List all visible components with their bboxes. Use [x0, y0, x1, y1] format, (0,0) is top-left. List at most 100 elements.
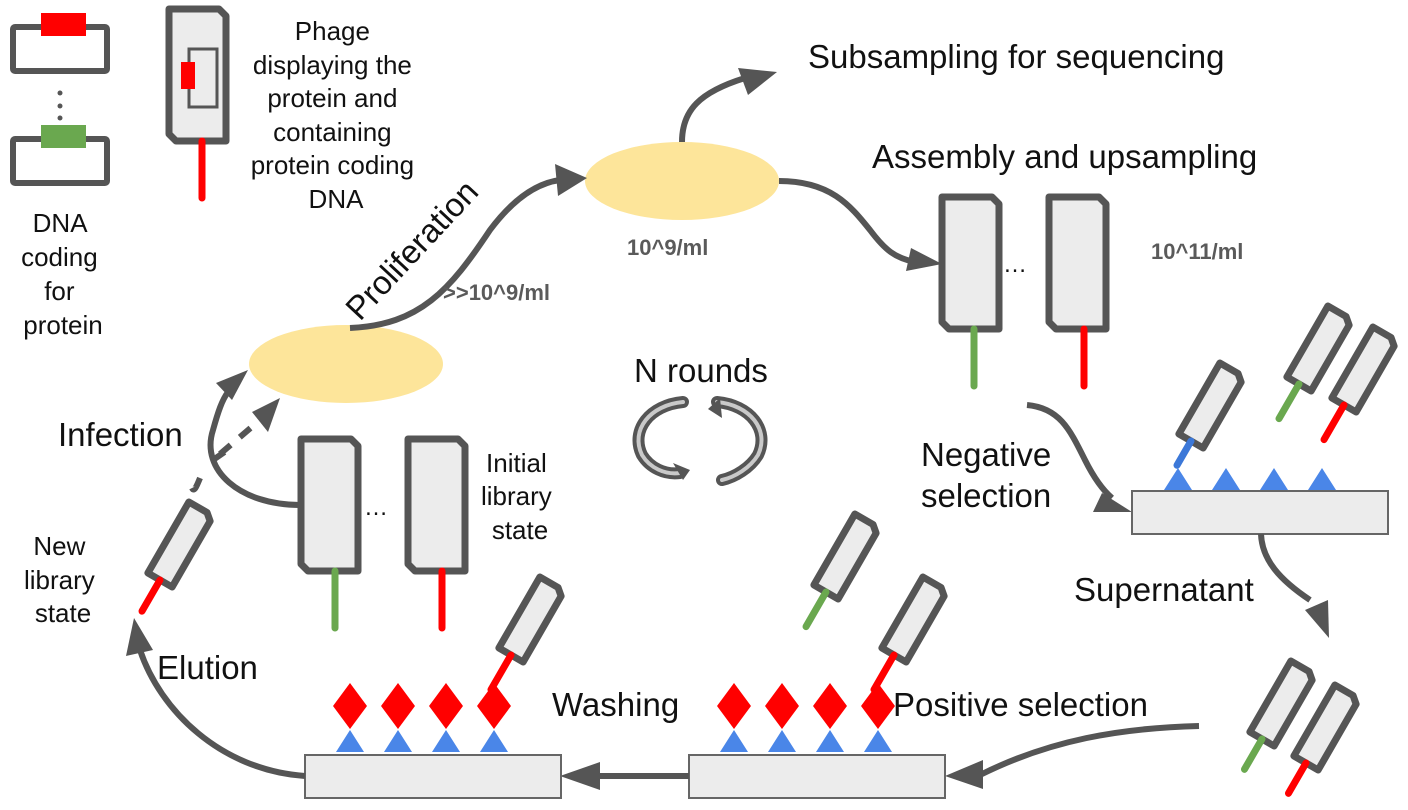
dna-label-line: for — [44, 276, 75, 306]
phage-label-line: protein coding — [251, 150, 414, 180]
initial-library-line: Initial — [486, 448, 547, 478]
elution-arrow — [126, 618, 306, 779]
arrowhead-icon — [126, 618, 153, 656]
negative-selection-label: Negative selection — [921, 436, 1060, 514]
supernatant-label: Supernatant — [1074, 571, 1254, 608]
plasmid-green-insert — [41, 125, 86, 148]
target-icon — [765, 683, 799, 729]
antigen-icon — [384, 730, 412, 752]
concentration-after-proliferation: >>10^9/ml — [443, 280, 550, 305]
target-icon — [381, 683, 415, 729]
target-icon — [861, 683, 895, 729]
initial-library-line: library — [481, 481, 552, 511]
target-icon — [333, 683, 367, 729]
phage-label: Phage displaying the protein and contain… — [251, 16, 422, 214]
antigen-icon — [432, 730, 460, 752]
arrowhead-icon — [945, 760, 983, 789]
target-icon — [813, 683, 847, 729]
washing-arrow — [560, 762, 689, 790]
ellipsis-dot — [57, 90, 63, 96]
subsampling-label: Subsampling for sequencing — [808, 38, 1224, 75]
concentration-assembled: 10^11/ml — [1151, 239, 1243, 264]
phage-label-line: protein and — [267, 83, 397, 113]
phage-positive-red-bound — [870, 573, 948, 694]
arrowhead-icon — [1093, 493, 1132, 512]
negative-selection-arrow — [1026, 402, 1132, 512]
assembly-arrow — [778, 178, 942, 271]
elution-label: Elution — [157, 649, 258, 686]
phage-bound-negative — [1173, 359, 1245, 469]
phage-unbound-green — [1275, 302, 1353, 423]
dna-label: DNA coding for protein — [21, 208, 105, 340]
target-icon — [717, 683, 751, 729]
plasmid-red-insert — [41, 13, 86, 36]
new-library-line: New — [33, 531, 85, 561]
arrowhead-icon — [738, 68, 777, 95]
concentration-culture: 10^9/ml — [627, 235, 708, 260]
subsampling-arrow — [679, 68, 777, 143]
washed-targets — [333, 683, 511, 752]
phage-label-line: DNA — [309, 184, 365, 214]
assembled-phage-green — [938, 193, 1003, 390]
antigen-icon — [816, 730, 844, 752]
phage-legend: Phage displaying the protein and contain… — [165, 5, 422, 214]
infection-label: Infection — [58, 416, 183, 453]
ellipsis-dot — [57, 103, 63, 109]
dna-label-line: protein — [23, 310, 103, 340]
n-rounds-label: N rounds — [634, 352, 768, 389]
arrowhead-icon — [555, 164, 587, 196]
initial-library-label: Initial library state — [481, 448, 559, 545]
arrowhead-icon — [1305, 600, 1329, 638]
ellipsis: … — [364, 494, 388, 521]
new-library-label: New library state — [24, 531, 102, 628]
antigen-icon — [768, 730, 796, 752]
ellipsis-dot — [57, 115, 63, 121]
antigen-icon — [336, 730, 364, 752]
arrowhead-icon — [216, 370, 248, 400]
positive-selection-surface — [688, 754, 946, 799]
cycle-arrows-icon — [632, 396, 768, 486]
initial-phage-green — [297, 435, 362, 632]
assembled-phage-red — [1045, 193, 1110, 390]
negative-selection-surface — [1131, 490, 1389, 535]
washing-label: Washing — [552, 686, 679, 723]
antigen-icon — [480, 730, 508, 752]
arrowhead-icon — [906, 248, 942, 271]
initial-phage-red — [404, 435, 469, 632]
ellipsis: … — [1003, 251, 1027, 278]
antigen-icon — [1308, 468, 1336, 490]
new-library-line: library — [24, 565, 95, 595]
supernatant-arrow — [1258, 533, 1329, 638]
infection-arrows — [189, 370, 301, 508]
arrowhead-icon — [252, 398, 280, 432]
target-icon — [429, 683, 463, 729]
phage-supernatant-red — [1285, 681, 1360, 797]
new-library-line: state — [35, 598, 91, 628]
positive-targets — [717, 683, 895, 752]
phage-positive-green — [802, 510, 880, 631]
dna-legend: DNA coding for protein — [10, 13, 110, 340]
phage-protein-icon — [181, 62, 195, 89]
phage-supernatant-green — [1241, 657, 1316, 773]
arrowhead-icon — [560, 762, 600, 790]
antigen-icon — [864, 730, 892, 752]
negative-selection-line: selection — [921, 477, 1051, 514]
phage-eluted-red — [138, 498, 214, 615]
negative-selection-line: Negative — [921, 436, 1051, 473]
positive-selection-arrow — [945, 723, 1200, 789]
phage-label-line: displaying the — [253, 50, 412, 80]
proliferation-arrow — [349, 164, 587, 331]
antigen-icon — [1212, 468, 1240, 490]
antigen-icon — [1260, 468, 1288, 490]
positive-selection-label: Positive selection — [893, 686, 1148, 723]
dna-label-line: coding — [21, 242, 98, 272]
initial-library-line: state — [492, 515, 548, 545]
dna-label-line: DNA — [33, 208, 89, 238]
phage-washed-red-bound — [487, 573, 565, 694]
phage-unbound-red — [1320, 323, 1398, 444]
assembly-label: Assembly and upsampling — [872, 138, 1257, 175]
bacteria-culture-upper — [585, 142, 779, 220]
phage-label-line: containing — [273, 117, 392, 147]
antigen-icon — [720, 730, 748, 752]
